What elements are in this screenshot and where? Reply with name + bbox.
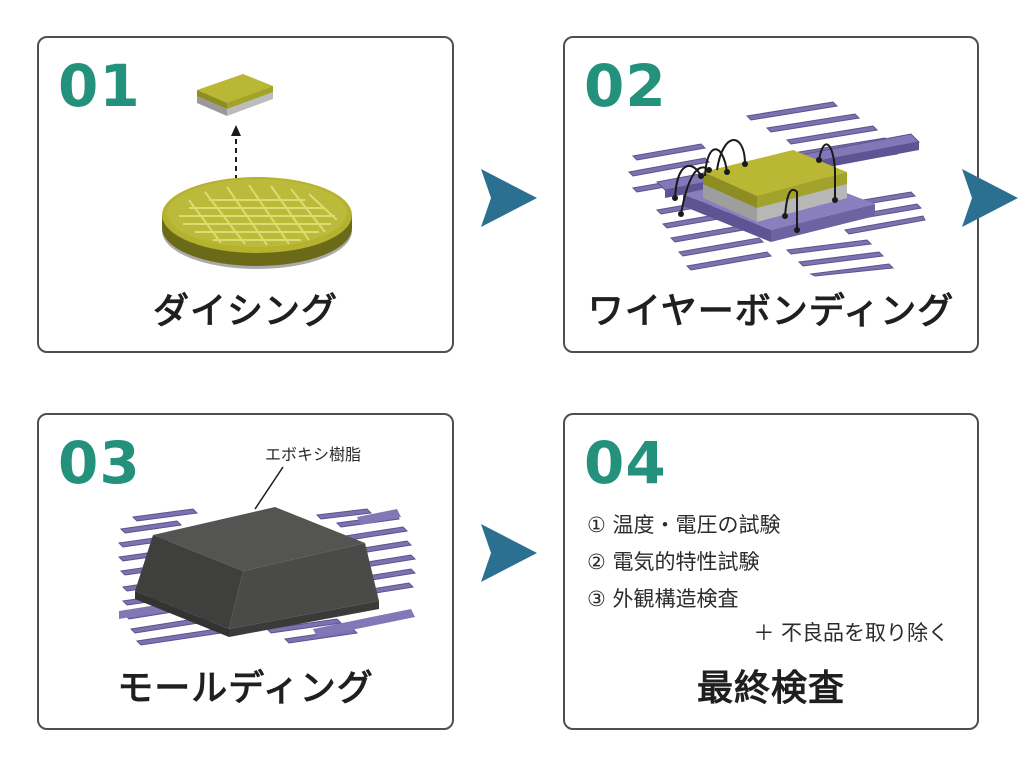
lead-frame-icon	[627, 101, 926, 277]
inspection-list: ① 温度・電圧の試験 ② 電気的特性試験 ③ 外観構造検査	[587, 507, 781, 618]
play-arrow-icon	[481, 169, 537, 227]
step-title: ダイシング	[152, 291, 338, 332]
dicing-illustration	[162, 74, 352, 269]
wire-bonding-illustration	[627, 101, 926, 277]
chip-icon	[703, 150, 847, 222]
step-title: ワイヤーボンディング	[587, 291, 955, 332]
inspection-item: ③ 外観構造検査	[587, 587, 739, 611]
step-card-dicing: 01	[37, 36, 454, 353]
step-card-final-inspection: 04 ① 温度・電圧の試験 ② 電気的特性試験 ③ 外観構造検査 ＋ 不良品を取…	[563, 413, 979, 730]
step-card-wire-bonding: 02	[563, 36, 979, 353]
step-number: 01	[58, 52, 141, 120]
step-title: モールディング	[117, 668, 374, 709]
play-arrow-icon	[481, 524, 537, 582]
molding-illustration: エボキシ樹脂	[117, 445, 417, 646]
play-arrow-icon	[962, 169, 1018, 227]
chip-icon	[197, 74, 273, 116]
step-title: 最終検査	[696, 668, 845, 709]
inspection-note: ＋ 不良品を取り除く	[753, 621, 949, 645]
wafer-icon	[162, 177, 352, 269]
step-number: 03	[58, 429, 141, 497]
step-number: 04	[584, 429, 667, 497]
resin-callout-label: エボキシ樹脂	[265, 445, 361, 464]
step-card-molding: 03 エボキシ樹脂	[37, 413, 454, 730]
step-number: 02	[584, 52, 667, 120]
resin-package-icon	[135, 507, 379, 637]
inspection-item: ② 電気的特性試験	[587, 550, 760, 574]
inspection-item: ① 温度・電圧の試験	[587, 513, 781, 537]
